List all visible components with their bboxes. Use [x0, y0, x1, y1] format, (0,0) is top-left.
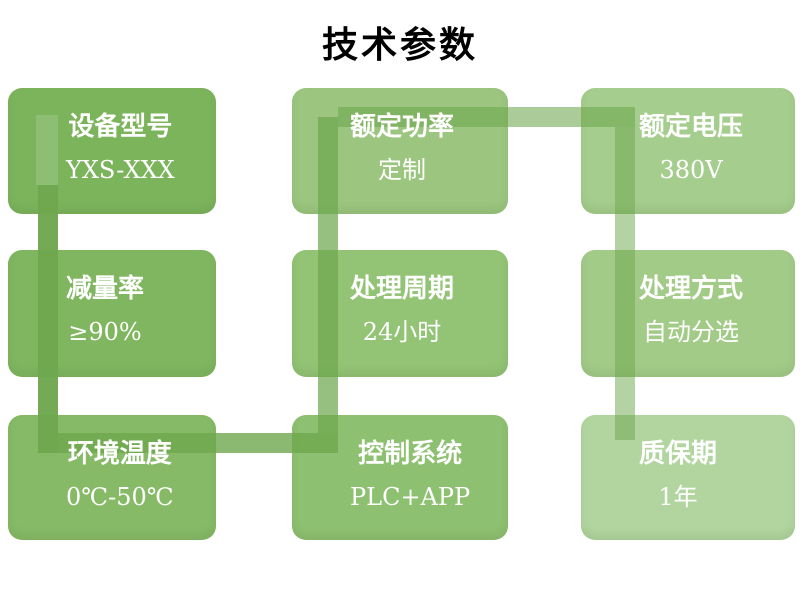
spec-text: 额定功率 定制: [350, 110, 454, 186]
spec-text: 控制系统 PLC+APP: [350, 437, 470, 513]
connector-right-vertical: [615, 127, 635, 440]
page-title: 技术参数: [321, 25, 478, 66]
connector-top-horizontal: [338, 107, 635, 127]
spec-label: 质保期: [639, 439, 718, 469]
connector-left-vertical: [38, 185, 58, 453]
spec-label: 减量率: [66, 274, 145, 304]
spec-label: 处理周期: [350, 274, 455, 304]
spec-label: 额定功率: [350, 112, 455, 142]
spec-value: 0℃-50℃: [66, 483, 174, 511]
spec-value: 24小时: [362, 318, 442, 346]
spec-text: 设备型号 YXS-XXX: [66, 110, 175, 186]
spec-value: PLC+APP: [350, 483, 471, 511]
connector-start-cap: [36, 115, 58, 185]
spec-text: 环境温度 0℃-50℃: [66, 437, 174, 513]
spec-value: 定制: [378, 156, 426, 184]
spec-text: 减量率 ≥90%: [66, 272, 144, 348]
spec-box-processing-method: 处理方式 自动分选: [581, 250, 795, 377]
spec-text: 处理方式 自动分选: [639, 272, 743, 348]
spec-label: 额定电压: [639, 112, 744, 142]
spec-text: 质保期 1年: [639, 437, 717, 513]
spec-value: 自动分选: [643, 318, 739, 346]
connector-bottom-horizontal: [58, 433, 338, 453]
spec-text: 处理周期 24小时: [350, 272, 454, 348]
spec-label: 控制系统: [358, 439, 463, 469]
connector-middle-vertical: [318, 117, 338, 433]
spec-value: YXS-XXX: [66, 156, 175, 184]
spec-value: ≥90%: [68, 318, 142, 346]
spec-text: 额定电压 380V: [639, 110, 743, 186]
spec-label: 设备型号: [68, 112, 173, 142]
spec-value: 380V: [659, 156, 723, 184]
spec-value: 1年: [658, 483, 698, 511]
spec-box-warranty: 质保期 1年: [581, 415, 795, 540]
spec-label: 环境温度: [67, 439, 172, 469]
spec-label: 处理方式: [639, 274, 744, 304]
